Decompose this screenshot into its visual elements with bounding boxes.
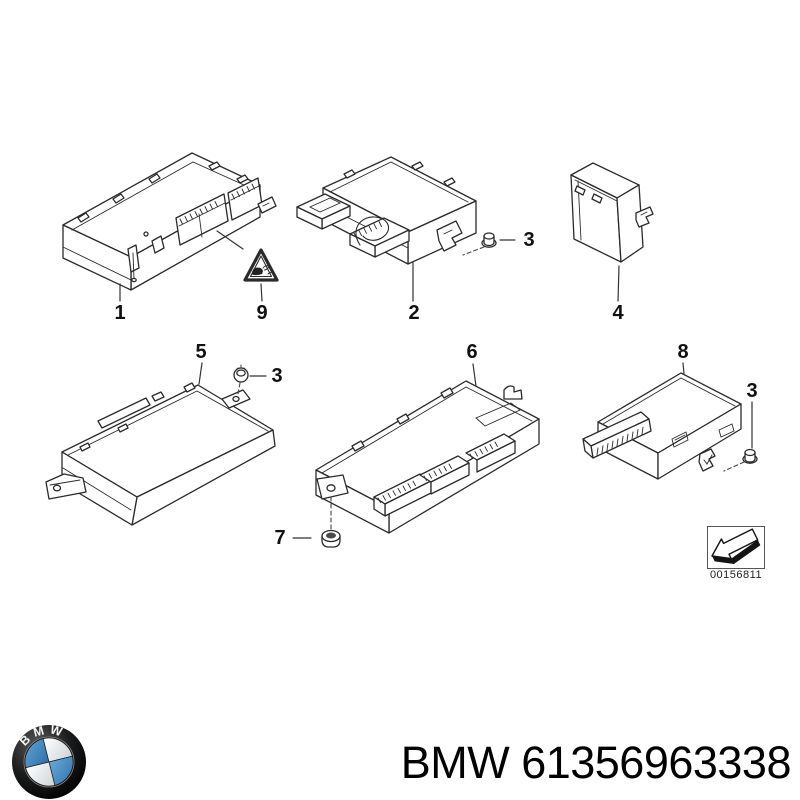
stamp-number: 00156811: [709, 569, 763, 581]
part-4-module-drawing: [570, 162, 654, 263]
callout-part-7: 7: [274, 527, 286, 549]
warning-triangle-icon: [243, 248, 279, 282]
callout-part-5: 5: [195, 341, 207, 363]
leader-lines: [119, 230, 753, 539]
part-1-control-module-drawing: [62, 152, 277, 291]
bmw-roundel-icon: BMW: [12, 724, 86, 799]
callout-part-2: 2: [408, 302, 420, 324]
grommet-7-drawing: [321, 529, 341, 548]
callout-part-8: 8: [677, 341, 689, 363]
direction-arrow-stamp: [707, 526, 765, 569]
part-2-control-module-drawing: [296, 156, 477, 265]
callout-part-1: 1: [114, 302, 126, 324]
roundel-quadrants: [24, 737, 74, 787]
part-8-control-module-drawing: [582, 372, 742, 480]
callout-screw-3-middle: 3: [271, 365, 283, 387]
part-6-control-module-drawing: [315, 380, 540, 534]
callout-part-4: 4: [612, 302, 624, 324]
callout-part-6: 6: [466, 341, 478, 363]
nut-3-top-drawing: [481, 232, 497, 248]
product-title: BMW 61356963338: [400, 737, 792, 788]
part-5-module-drawing: [45, 382, 276, 526]
callout-nut-3-right: 3: [746, 380, 758, 402]
callout-nut-3-top: 3: [523, 229, 535, 251]
parts-diagram: [45, 152, 765, 569]
screw-3-middle-drawing: [233, 364, 249, 383]
callout-part-9: 9: [256, 302, 268, 324]
nut-3-right-drawing: [742, 448, 758, 464]
